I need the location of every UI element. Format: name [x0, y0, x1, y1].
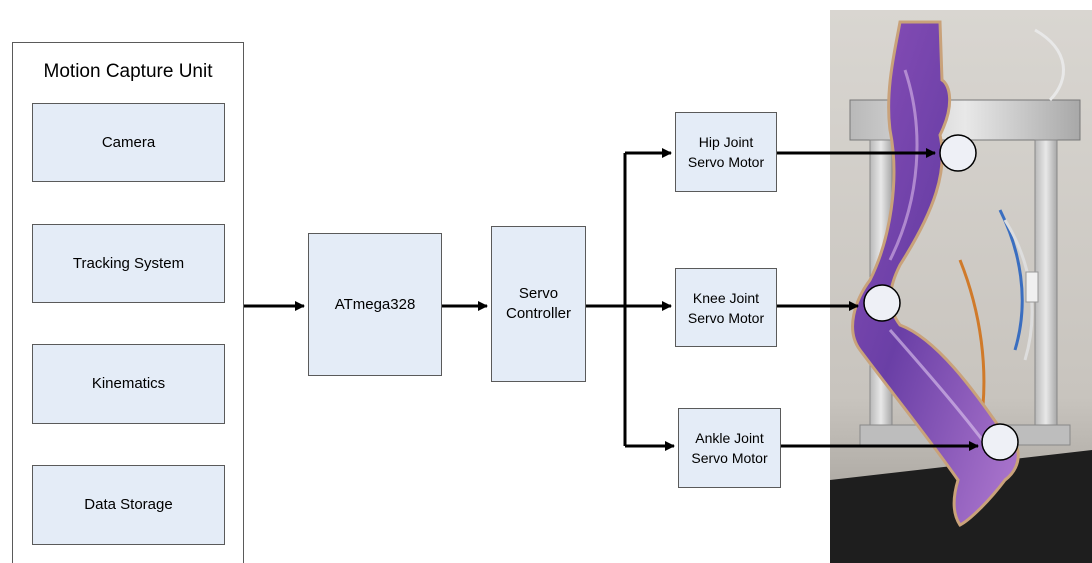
ankle-servo-label-line2: Servo Motor — [691, 450, 768, 466]
kinematics-block: Kinematics — [32, 344, 225, 424]
hip-servo-label-line1: Hip Joint — [698, 134, 754, 150]
atmega328-block: ATmega328 — [308, 233, 442, 376]
ankle-joint-marker — [981, 423, 1019, 461]
data-storage-block: Data Storage — [32, 465, 225, 545]
atmega328-label: ATmega328 — [334, 295, 416, 313]
knee-joint-marker — [863, 284, 901, 322]
camera-label: Camera — [101, 133, 156, 151]
knee-servo-label-line2: Servo Motor — [687, 309, 765, 326]
data-storage-label: Data Storage — [84, 496, 173, 513]
servo-controller-label-line1: Servo — [518, 285, 559, 302]
kinematics-label: Kinematics — [91, 375, 166, 392]
ankle-servo-label-line1: Ankle Joint — [695, 430, 764, 446]
servo-controller-block: Servo Controller — [491, 226, 586, 382]
servo-controller-label-line2: Controller — [505, 305, 572, 322]
ankle-joint-servo-block: Ankle Joint Servo Motor — [678, 408, 781, 488]
hip-servo-label-line2: Servo Motor — [687, 154, 765, 170]
tracking-system-label: Tracking System — [72, 254, 185, 272]
camera-block: Camera — [32, 103, 225, 182]
knee-joint-servo-block: Knee Joint Servo Motor — [675, 268, 777, 347]
tracking-system-block: Tracking System — [32, 224, 225, 303]
hip-joint-marker — [939, 134, 977, 172]
hip-joint-servo-block: Hip Joint Servo Motor — [675, 112, 777, 192]
motion-capture-unit-title: Motion Capture Unit — [43, 61, 213, 82]
knee-servo-label-line1: Knee Joint — [692, 289, 760, 306]
